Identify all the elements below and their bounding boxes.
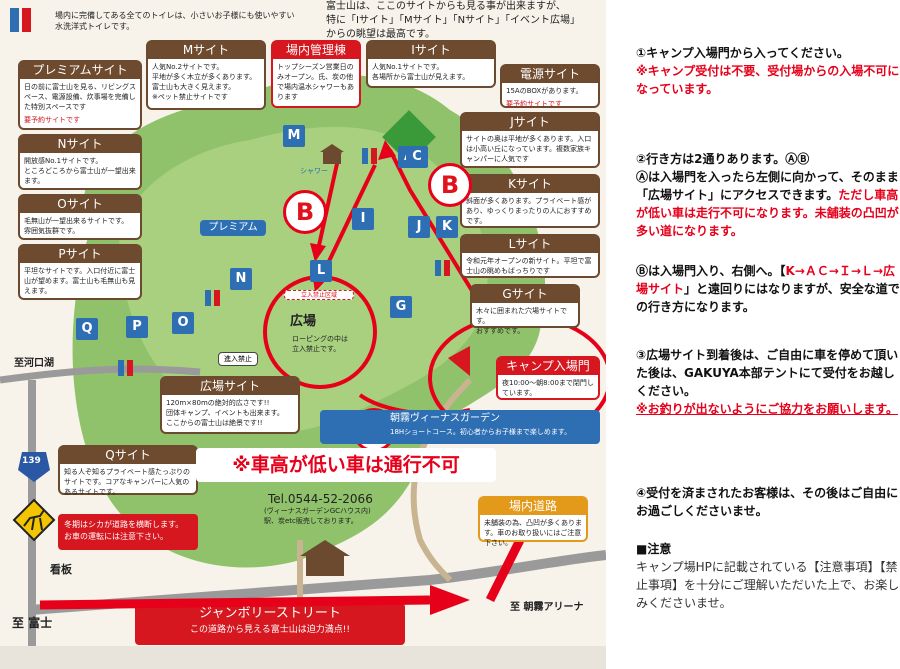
premium-site-box: プレミアムサイト 日の前に富士山を見る、リビングスペース、電源設備、炊事場を完備…	[18, 60, 142, 130]
kanri-box: 場内管理棟 トップシーズン営業日のみオープン。氏、炭の他で場内温水シャワーもあり…	[271, 40, 361, 108]
step-3-red: ※お釣りが出ないようにご協力をお願いします。	[636, 402, 898, 416]
step-4: ④受付を済まされたお客様は、その後はご自由にお過ごしくださいませ。	[636, 484, 900, 520]
premium-tag: プレミアム	[200, 220, 266, 236]
l-site-box: Lサイト 令和元年オープンの新サイト。平坦で富士山の眺めもばっちりです	[460, 234, 600, 278]
n-site-box: Nサイト 開放感No.1サイトです。 ところどころから富士山が一望出来ます。	[18, 134, 142, 190]
notice: ■注意 キャンプ場HPに記載されている【注意事項】【禁止事項】を十分にご理解いた…	[636, 540, 900, 612]
campsite-map: 場内に完備してある全てのトイレは、小さいお子様にも使いやすい水洗洋式トイレです。…	[0, 0, 606, 669]
tel-number: Tel.0544-52-2066	[268, 492, 373, 506]
g-site-box: Gサイト 木々に囲まれた穴場サイトです。 おすすめです。	[470, 284, 580, 335]
toilet-note: 場内に完備してある全てのトイレは、小さいお子様にも使いやすい水洗洋式トイレです。	[55, 11, 295, 31]
dengen-site-box: 電源サイト 15AのBOXがあります。 要予約サイトです	[500, 64, 600, 108]
route-b-marker-left: B	[283, 190, 327, 234]
no-entry-sign: 進入禁止	[218, 352, 258, 366]
instructions-panel: ①キャンプ入場門から入ってください。 ※キャンプ受付は不要、受付場からの入場不可…	[614, 0, 900, 669]
i-site-box: Iサイト 人気No.1サイトです。 各場所から富士山が見えます。	[366, 40, 496, 88]
site-c: C	[406, 146, 428, 168]
intro-text: 富士山は、ここのサイトからも見る事が出来ますが、特に「Iサイト」「Mサイト」「N…	[326, 1, 581, 40]
step-2-head: ②行き方は2通りあります。ⒶⒷ	[636, 152, 810, 166]
map-drawing	[0, 8, 606, 669]
deer-warning: 冬期はシカが道路を横断します。お車の運転には注意下さい。	[58, 514, 198, 550]
site-i: I	[352, 208, 374, 230]
road-box: 場内道路 未舗装の為、凸凹が多くあります。車のお取り扱いにはご注意下さい。	[478, 496, 588, 547]
j-site-box: Jサイト サイトの奥は平地が多くあります。入口は小高い丘になっています。複数家族…	[460, 112, 600, 168]
label-asagiri: 至 朝霧アリーナ	[510, 602, 584, 613]
step-1-red: ※キャンプ受付は不要、受付場からの入場不可になっています。	[636, 64, 900, 96]
site-l: L	[310, 260, 332, 282]
hiroba-site-box: 広場サイト 120m×80mの絶対的広さです!! 団体キャンプ、イベントも出来ま…	[160, 376, 300, 434]
street-sub: この道路から見える富士山は迫力満点!!	[190, 625, 350, 635]
golf-strip: 朝霧ヴィーナスガーデン 18Hショートコース。初心者からお子様まで楽しめます。	[320, 410, 600, 444]
k-site-box: Kサイト 斜面が多くあります。プライベート感があり、ゆっくりまったりの人におすす…	[460, 174, 600, 228]
site-j: J	[408, 216, 430, 238]
route-b-marker-right: B	[428, 163, 472, 207]
step-2b: Ⓑは入場門入り、右側へ。【K→ＡＣ→Ｉ→Ｌ→広場サイト」と遠回りにはなりますが、…	[636, 264, 900, 314]
step-3: ③広場サイト到着後は、ご自由に車を停めて頂いた後は、GAKUYA本部テントにて受…	[636, 346, 900, 418]
notice-head: ■注意	[636, 542, 672, 556]
route-shield	[18, 452, 50, 482]
label-kanban: 看板	[50, 563, 72, 576]
site-q: Q	[76, 318, 98, 340]
hiroba-body: ローピングの中は 立入禁止です。	[292, 335, 348, 353]
step-2-red: ただし車高が低い車は走行不可になります。未舗装の凸凹が多い道になります。	[636, 188, 899, 238]
restrict-tag: 立入禁止区域	[284, 290, 354, 300]
label-kawaguchiko: 至河口湖	[14, 358, 54, 369]
site-g: G	[390, 296, 412, 318]
p-site-box: Pサイト 平坦なサイトです。入口付近に富士山が望めます。富士山も毛無山も見えます…	[18, 244, 142, 300]
site-k: K	[436, 216, 458, 238]
step-4-text: ④受付を済まされたお客様は、その後はご自由にお過ごしくださいませ。	[636, 486, 899, 518]
notice-body: キャンプ場HPに記載されている【注意事項】【禁止事項】を十分にご理解いただいた上…	[636, 560, 900, 610]
entrance-box: キャンプ入場門 夜10:00〜朝8:00まで閉門しています。	[496, 356, 600, 400]
q-site-box: Qサイト 知る人ぞ知るプライベート感たっぷりのサイトです。コアなキャンパーに人気…	[58, 445, 198, 496]
tel-sub: (ヴィーナスガーデンGCハウス内) 駅、炭etc販売しております。	[264, 507, 371, 525]
site-p: P	[126, 316, 148, 338]
site-m: M	[283, 125, 305, 147]
m-site-box: Mサイト 人気No.2サイトです。 平地が多く木立が多くあります。 富士山も大き…	[146, 40, 266, 110]
step-2b-route: K→ＡＣ→Ｉ→Ｌ→広場サイト	[636, 264, 896, 296]
hiroba-title: 広場	[290, 314, 317, 329]
o-site-box: Oサイト 毛無山が一望出来るサイトです。 雰囲気抜群です。	[18, 194, 142, 240]
step-1: ①キャンプ入場門から入ってください。 ※キャンプ受付は不要、受付場からの入場不可…	[636, 44, 900, 98]
site-n: N	[230, 268, 252, 290]
site-o: O	[172, 312, 194, 334]
route-number: 139	[22, 456, 41, 466]
step-2-a: Ⓐは入場門を入ったら左側に向かって、そのまま「広場サイト」にアクセスできます。	[636, 170, 899, 202]
step-3-text: ③広場サイト到着後は、ご自由に車を停めて頂いた後は、GAKUYA本部テントにて受…	[636, 348, 899, 398]
street-banner	[135, 603, 405, 645]
step-2: ②行き方は2通りあります。ⒶⒷ Ⓐは入場門を入ったら左側に向かって、そのまま「広…	[636, 150, 900, 240]
street-name: ジャンボリーストリート	[199, 606, 341, 621]
low-car-warning: ※車高が低い車は通行不可	[196, 448, 496, 482]
step-1-text: ①キャンプ入場門から入ってください。	[636, 46, 849, 60]
label-fuji: 至 富士	[12, 616, 53, 630]
shower-label: シャワー	[300, 167, 328, 175]
